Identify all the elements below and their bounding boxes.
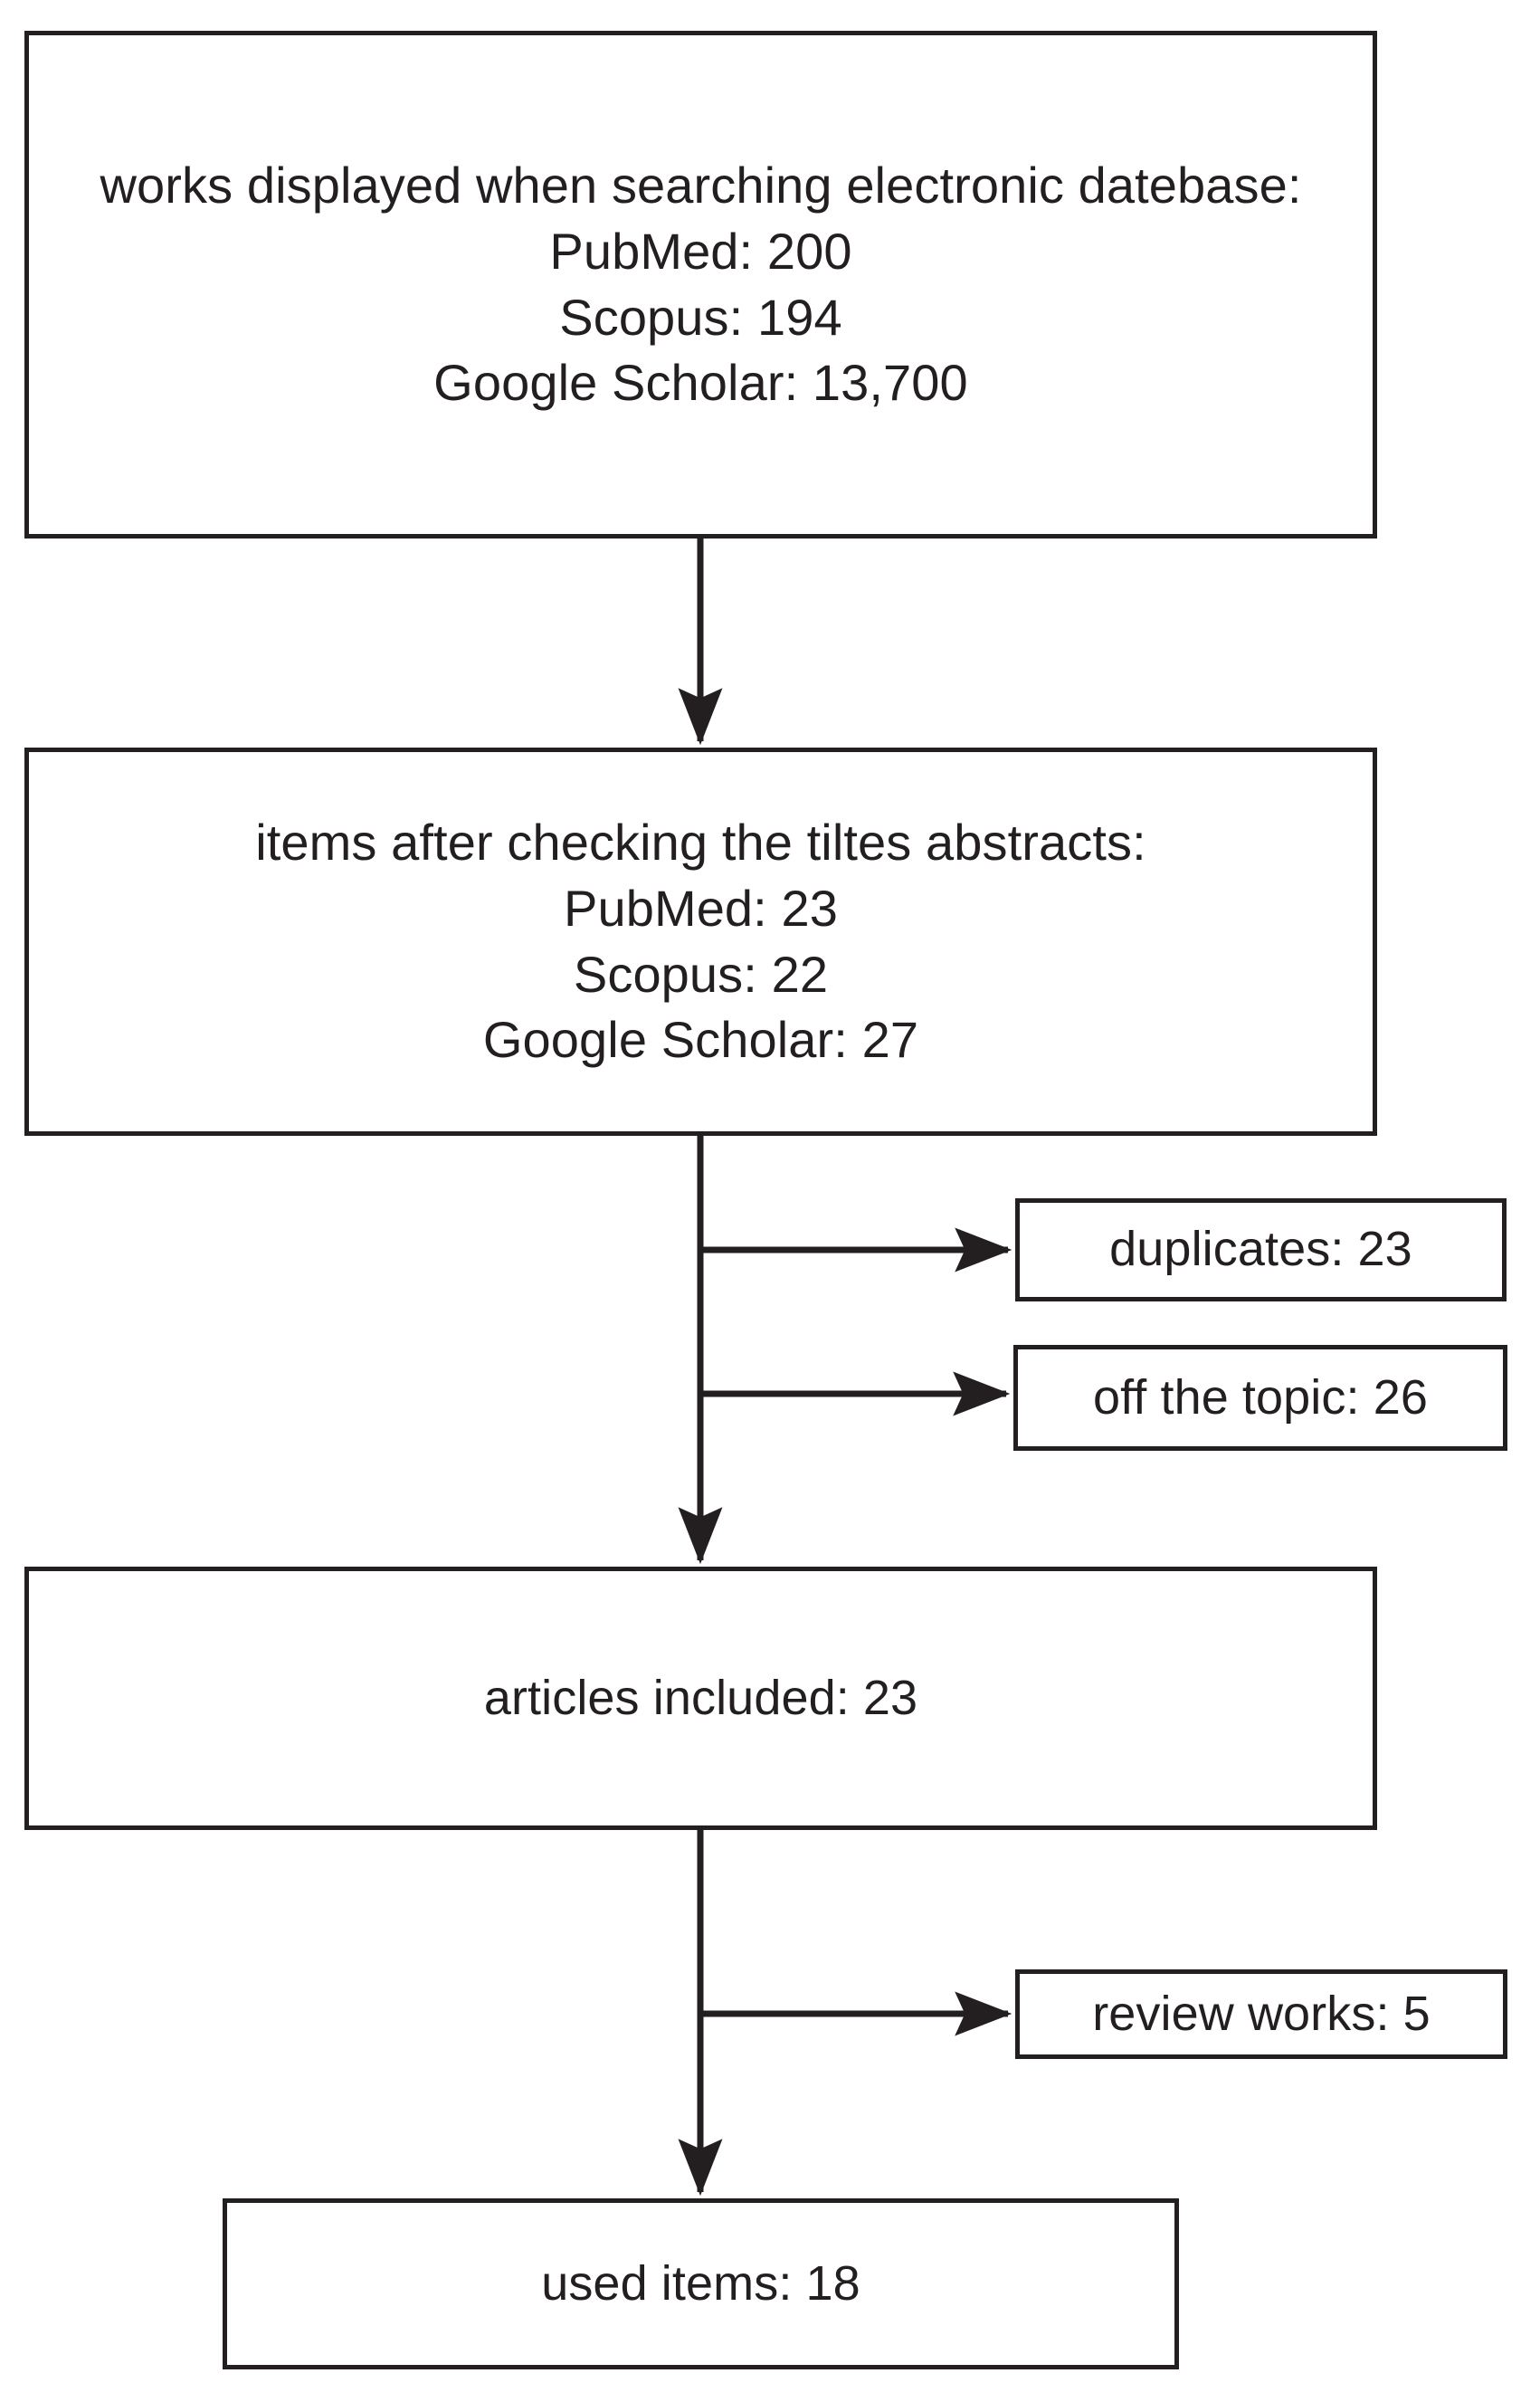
node-works-displayed-label: works displayed when searching electroni…	[100, 156, 1302, 412]
node-duplicates-label: duplicates: 23	[1109, 1222, 1412, 1277]
node-articles-included[interactable]: articles included: 23	[24, 1567, 1377, 1830]
node-review-works-label: review works: 5	[1092, 1986, 1431, 2041]
node-articles-included-label: articles included: 23	[483, 1670, 918, 1725]
node-used-items[interactable]: used items: 18	[223, 2198, 1179, 2369]
node-used-items-label: used items: 18	[541, 2255, 860, 2311]
node-items-after-titles-abstracts[interactable]: items after checking the tiltes abstract…	[24, 748, 1377, 1136]
node-off-the-topic[interactable]: off the topic: 26	[1013, 1345, 1507, 1451]
node-duplicates[interactable]: duplicates: 23	[1015, 1198, 1507, 1301]
node-off-the-topic-label: off the topic: 26	[1093, 1369, 1428, 1425]
node-items-after-titles-abstracts-label: items after checking the tiltes abstract…	[255, 813, 1146, 1069]
node-works-displayed[interactable]: works displayed when searching electroni…	[24, 31, 1377, 539]
node-review-works[interactable]: review works: 5	[1015, 1969, 1507, 2059]
